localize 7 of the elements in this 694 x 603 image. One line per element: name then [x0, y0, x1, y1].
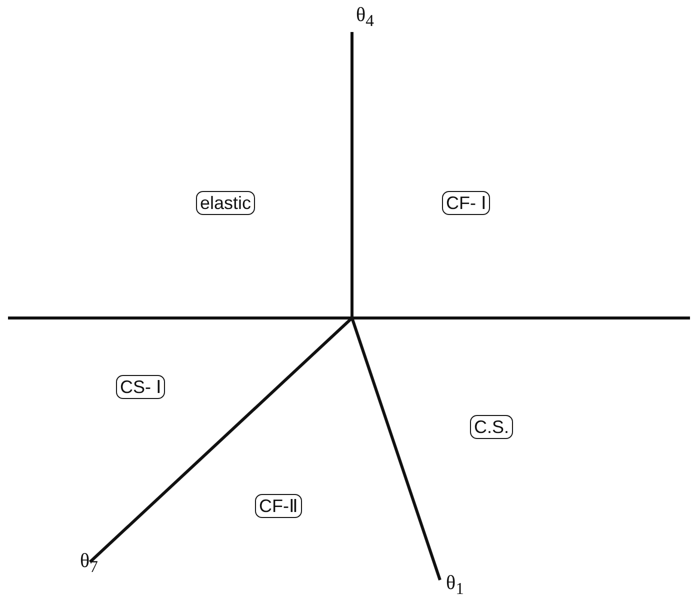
region-label: CS- Ⅰ	[116, 375, 165, 399]
region-label: elastic	[196, 191, 256, 215]
angle-label: θ$_{1}$	[446, 572, 464, 599]
angle-label: θ$_{4}$	[356, 4, 374, 31]
region-label: CF- Ⅰ	[442, 191, 490, 215]
region-label: C.S.	[470, 415, 514, 439]
region-label: CF-Ⅱ	[255, 494, 302, 518]
